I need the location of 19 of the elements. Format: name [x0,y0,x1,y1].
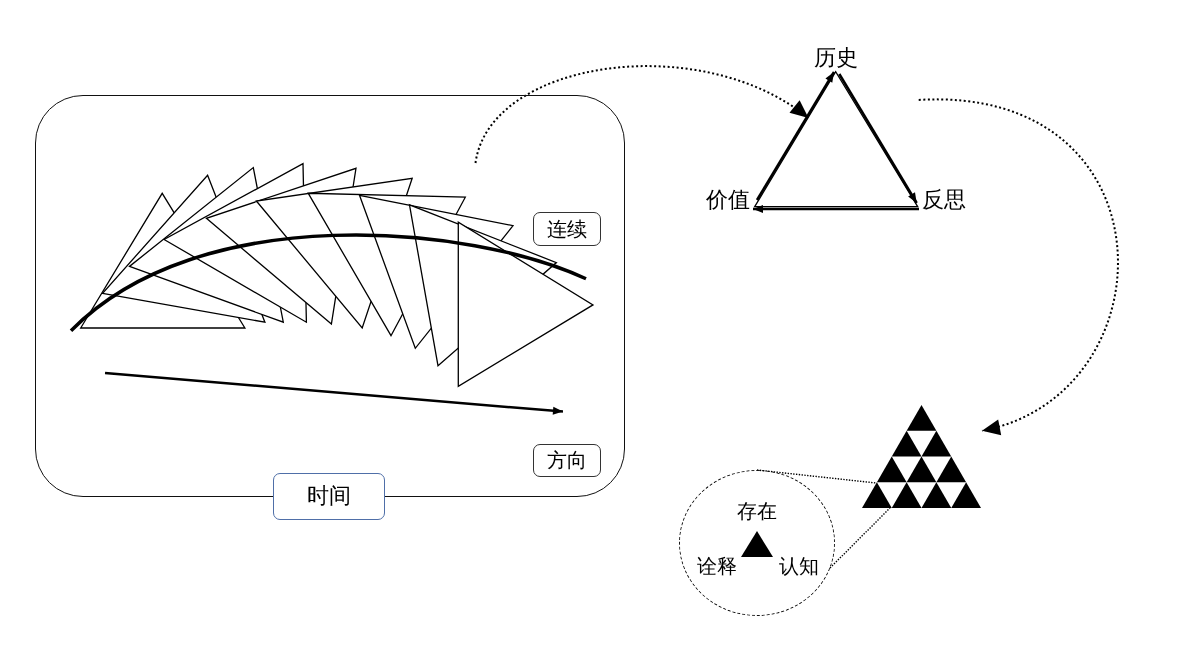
vertex-label: 反思 [920,186,968,213]
vertex-label: 历史 [812,44,860,71]
text-label-box: 连续 [532,211,601,246]
dotted-line [756,469,877,484]
dotted-line [829,507,891,569]
dotted-arrow [474,65,810,164]
vertex-label: 诠释 [695,553,738,578]
arrow [838,73,918,204]
vertex-label: 认知 [777,553,820,578]
triangle-outline [754,71,919,208]
arrow [753,205,919,213]
text-label-box: 方向 [532,443,601,477]
vertex-label: 存在 [735,498,778,523]
dotted-arrow [917,98,1119,433]
vertex-label: 价值 [704,186,752,213]
rotating-triangles-drawing [80,163,594,388]
arrow [755,71,836,201]
triangle-grid-drawing [862,405,981,508]
title-tab: 时间 [272,472,385,520]
